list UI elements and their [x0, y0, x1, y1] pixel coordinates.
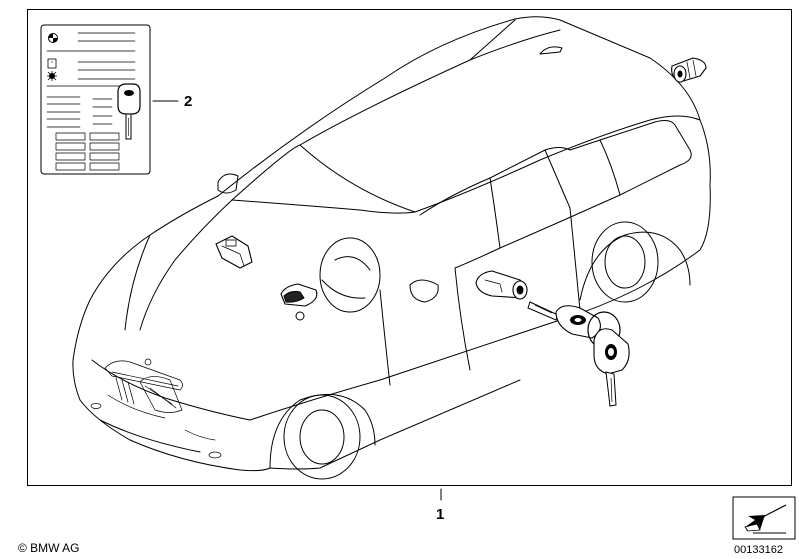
- page-icon: [47, 58, 57, 69]
- tailgate-lock-cylinder-part[interactable]: [671, 57, 707, 83]
- key-set-part[interactable]: [527, 301, 630, 407]
- hood-lock-part[interactable]: [215, 235, 253, 269]
- card-key-icon: [117, 83, 141, 140]
- ignition-lock-part[interactable]: [280, 283, 318, 321]
- gear-icon: [47, 71, 57, 81]
- car-body-outline: [72, 16, 711, 480]
- callout-1: 1: [436, 506, 444, 523]
- callout-2: 2: [184, 93, 192, 110]
- arrow-next-icon[interactable]: [732, 496, 796, 540]
- diagram-frame: [27, 9, 792, 486]
- key-code-card[interactable]: [40, 24, 151, 175]
- front-grille: [90, 358, 222, 459]
- door-lock-cylinder-part[interactable]: [475, 270, 528, 300]
- bmw-roundel-icon: [48, 33, 58, 43]
- diagram-number: 00133162: [734, 544, 783, 556]
- copyright-text: © BMW AG: [18, 541, 80, 555]
